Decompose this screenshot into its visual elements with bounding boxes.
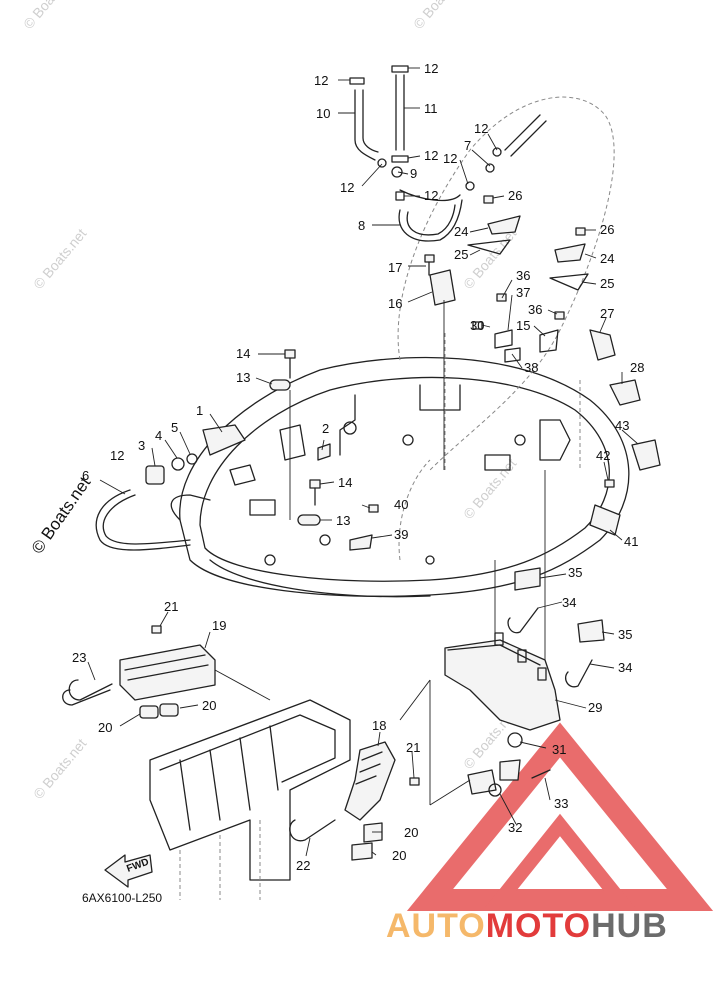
callout-20a: 20: [98, 720, 112, 735]
callout-31: 31: [552, 742, 566, 757]
hose-23: [62, 689, 111, 706]
callout-16: 16: [388, 296, 402, 311]
watermark-5: © Boats.net: [30, 735, 89, 802]
callout-24a: 24: [454, 224, 468, 239]
callout-7: 7: [464, 138, 471, 153]
callout-12a: 12: [314, 73, 328, 88]
callout-21b: 21: [406, 740, 420, 755]
callout-10: 10: [316, 106, 330, 121]
leader-lines: [87, 67, 639, 857]
watermarks: © Boats.net © Boats.net © Boats.net © Bo…: [20, 0, 519, 802]
separator-tank: [444, 632, 561, 731]
filter-19: [119, 644, 216, 701]
watermark-1: © Boats.net: [20, 0, 79, 32]
callout-34b: 34: [618, 660, 632, 675]
callout-18: 18: [372, 718, 386, 733]
callout-17: 17: [388, 260, 402, 275]
logo-part-hub: HUB: [591, 907, 668, 945]
callout-21a: 21: [164, 599, 178, 614]
copyright-text: © Boats.net: [28, 473, 95, 557]
callout-26a: 26: [508, 188, 522, 203]
callout-12e: 12: [424, 188, 438, 203]
callout-42: 42: [596, 448, 610, 463]
watermark-2: © Boats.net: [410, 0, 469, 32]
callout-29: 29: [588, 700, 602, 715]
callout-20d: 20: [392, 848, 406, 863]
callout-15: 15: [516, 318, 530, 333]
callout-27: 27: [600, 306, 614, 321]
callout-38: 38: [524, 360, 538, 375]
callouts: 1 2 3 4 5 6 7 8 9 10 11 12 12 12 12 12 1…: [72, 61, 644, 873]
callout-34a: 34: [562, 595, 576, 610]
logo-part-moto: MOTO: [486, 907, 591, 945]
callout-41: 41: [624, 534, 638, 549]
logo-triangle: [406, 722, 714, 911]
callout-30: 30: [470, 318, 484, 333]
callout-25a: 25: [454, 247, 468, 262]
grommet-20b: [159, 703, 179, 717]
callout-14b: 14: [338, 475, 352, 490]
callout-19: 19: [212, 618, 226, 633]
grommet-20a: [139, 705, 159, 719]
callout-36a: 36: [516, 268, 530, 283]
callout-12c: 12: [424, 148, 438, 163]
callout-35b: 35: [618, 627, 632, 642]
callout-20b: 20: [202, 698, 216, 713]
callout-4: 4: [155, 428, 162, 443]
callout-26b: 26: [600, 222, 614, 237]
callout-20c: 20: [404, 825, 418, 840]
callout-9: 9: [410, 166, 417, 181]
callout-43: 43: [615, 418, 629, 433]
callout-39: 39: [394, 527, 408, 542]
fwd-arrow: FWD: [104, 854, 153, 888]
guide-18: [344, 741, 396, 821]
callout-12d: 12: [340, 180, 354, 195]
hose-6-inner: [102, 494, 191, 545]
callout-12h: 12: [110, 448, 124, 463]
callout-33: 33: [554, 796, 568, 811]
logo-part-auto: AUTO: [386, 907, 486, 945]
callout-22: 22: [296, 858, 310, 873]
callout-28: 28: [630, 360, 644, 375]
callout-11: 11: [424, 101, 438, 116]
drawing-code: 6AX6100-L250: [82, 891, 162, 905]
callout-40: 40: [394, 497, 408, 512]
callout-3: 3: [138, 438, 145, 453]
callout-24b: 24: [600, 251, 614, 266]
callout-13a: 13: [236, 370, 250, 385]
callout-5: 5: [171, 420, 178, 435]
callout-6: 6: [82, 468, 89, 483]
callout-2: 2: [322, 421, 329, 436]
callout-14a: 14: [236, 346, 250, 361]
callout-37: 37: [516, 285, 530, 300]
callout-12g: 12: [474, 121, 488, 136]
hoses-top: [354, 74, 547, 242]
callout-25b: 25: [600, 276, 614, 291]
callout-8: 8: [358, 218, 365, 233]
hose-22: [289, 819, 336, 842]
callout-1: 1: [196, 403, 203, 418]
callout-23: 23: [72, 650, 86, 665]
callout-13b: 13: [336, 513, 350, 528]
callout-12b: 12: [424, 61, 438, 76]
callout-36b: 36: [528, 302, 542, 317]
callout-32: 32: [508, 820, 522, 835]
logo-wordmark: AUTOMOTOHUB: [386, 907, 668, 945]
callout-12f: 12: [443, 151, 457, 166]
hose-6: [95, 489, 191, 551]
lower-housing: [149, 699, 351, 900]
hose-23-outer: [68, 679, 113, 701]
callout-35a: 35: [568, 565, 582, 580]
watermark-3: © Boats.net: [30, 225, 89, 292]
